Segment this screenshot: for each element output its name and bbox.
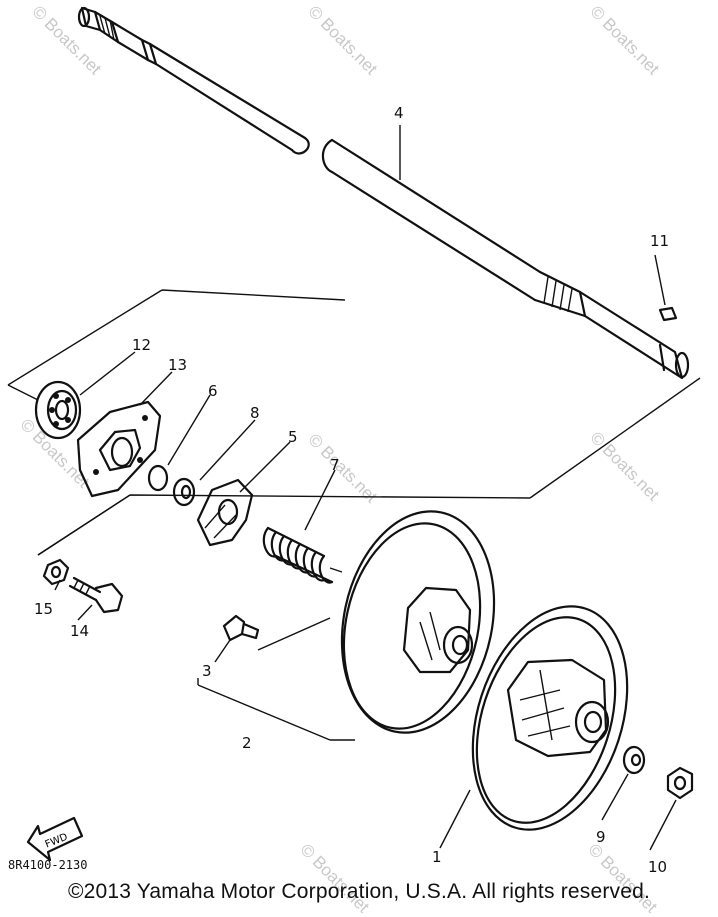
callout-10: 10 — [648, 858, 667, 876]
secondary-shaft — [77, 6, 690, 380]
callout-7: 7 — [330, 456, 340, 474]
washer — [622, 745, 646, 775]
plate — [76, 400, 162, 498]
bearing — [34, 380, 82, 440]
movable-sheave — [340, 510, 496, 734]
callout-2: 2 — [242, 734, 252, 752]
fwd-arrow-icon: FWD — [26, 816, 84, 862]
nut — [42, 558, 70, 586]
washer-ring — [147, 464, 169, 492]
key-part — [658, 306, 678, 322]
copyright-notice: ©2013 Yamaha Motor Corporation, U.S.A. A… — [67, 880, 651, 903]
bolt — [68, 576, 124, 614]
callout-11: 11 — [650, 232, 669, 250]
assembly-outline — [7, 289, 701, 556]
callout-8: 8 — [250, 404, 260, 422]
cam — [196, 478, 254, 547]
fixed-sheave — [471, 605, 629, 831]
collar — [172, 477, 196, 507]
callout-5: 5 — [288, 428, 298, 446]
callout-14: 14 — [70, 622, 89, 640]
callout-15: 15 — [34, 600, 53, 618]
callout-12: 12 — [132, 336, 151, 354]
end-nut — [666, 766, 694, 800]
callout-3: 3 — [202, 662, 212, 680]
callout-1: 1 — [432, 848, 442, 866]
callout-9: 9 — [596, 828, 606, 846]
callout-4: 4 — [394, 104, 404, 122]
callout-6: 6 — [208, 382, 218, 400]
callout-13: 13 — [168, 356, 187, 374]
leader-lines — [37, 125, 677, 851]
part-code: 8R4100-2130 — [8, 858, 88, 872]
screw — [222, 614, 260, 642]
spring — [262, 526, 343, 584]
